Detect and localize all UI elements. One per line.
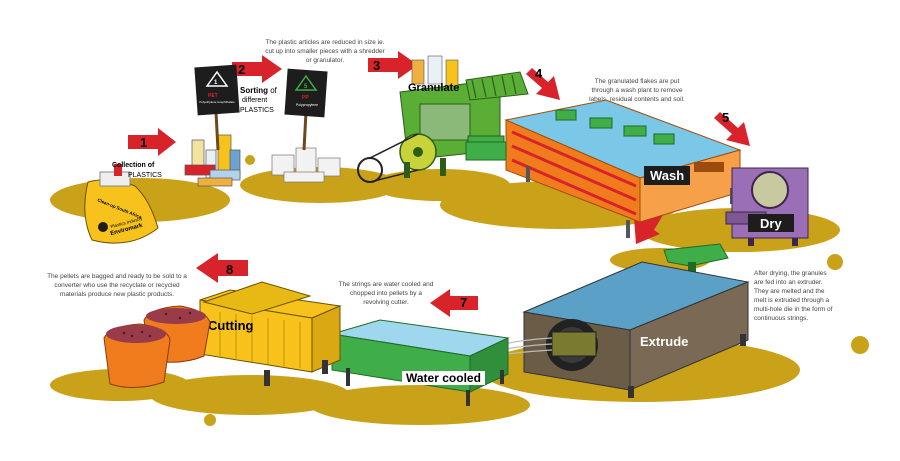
sorting-title: Sorting [240,86,268,95]
step-5-number: 5 [722,110,729,125]
extrude-label: Extrude [640,334,689,349]
granulate-label: Granulate [408,82,460,94]
dry-label: Dry [760,216,782,231]
sign2-code: 5 [304,84,308,90]
step-8-number: 8 [226,262,233,277]
note-extrude: After drying, the granules are fed into … [754,270,833,322]
sorting-label: Sorting of [240,86,277,95]
cutting-label: Cutting [208,318,254,333]
sign1-abbr: PET [208,93,218,99]
step-2-number: 2 [238,62,245,77]
step-7-number: 7 [460,295,467,310]
sorting-plastics: PLASTICS [240,107,274,114]
sign1-name: Polyethylene terephthalate [199,100,235,104]
collection-subtitle: PLASTICS [128,172,162,179]
sign1-code: 1 [214,80,218,86]
step-1-number: 1 [140,135,147,150]
sign2-name: Polypropylene [295,103,319,107]
collection-title: Collection of [112,162,155,169]
sorting-of: of [270,86,277,95]
step-4-number: 4 [535,66,543,81]
note-water: The strings are water cooled and chopped… [338,281,434,306]
sorting-different: different [242,97,268,104]
note-bagged: The pellets are bagged and ready to be s… [47,273,187,298]
note-wash: The granulated flakes are put through a … [589,78,685,103]
water-label: Water cooled [402,371,485,385]
sign2-abbr: PP [302,95,309,101]
note-granulate: The plastic articles are reduced in size… [265,39,385,64]
wash-label: Wash [644,166,691,185]
step-3-number: 3 [373,58,380,73]
